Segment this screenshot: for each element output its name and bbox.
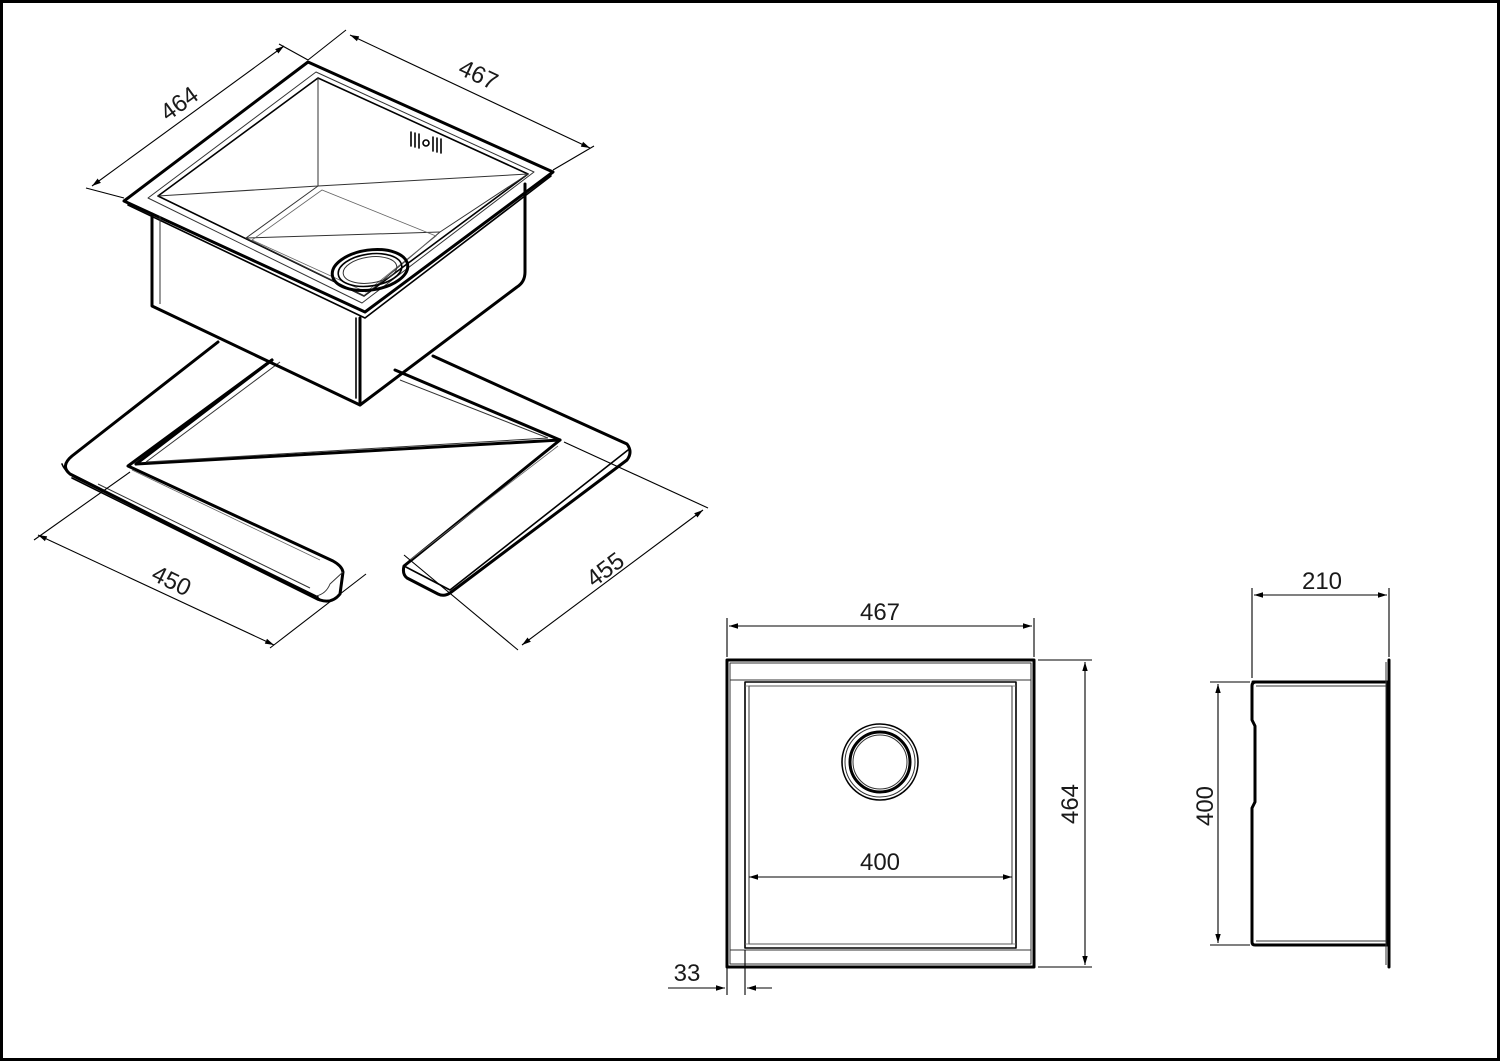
top-view: 467 464 400 33 [668,599,1092,995]
side-depth-label: 210 [1302,568,1342,595]
top-dimension-467: 467 [726,599,1035,657]
iso-cutout-depth-label: 455 [581,547,629,593]
top-dimension-464: 464 [1038,659,1092,968]
isometric-view: 464 467 450 455 [33,29,709,651]
countertop-cutout [61,340,632,603]
top-dimension-400: 400 [749,849,1012,880]
iso-cutout-width-label: 450 [147,560,195,602]
iso-depth-label: 464 [155,81,203,126]
top-dimension-33: 33 [668,950,772,995]
top-bowl-width-label: 400 [860,849,900,876]
iso-dimension-467: 467 [307,29,595,171]
side-view: 210 400 [1192,568,1391,969]
iso-dimension-455: 455 [403,441,709,651]
side-dimension-400: 400 [1192,681,1250,946]
iso-dimension-464: 464 [85,43,309,199]
top-depth-label: 464 [1057,784,1084,824]
top-drain-icon [841,723,919,801]
side-height-label: 400 [1192,786,1219,826]
top-width-label: 467 [860,599,900,626]
iso-width-label: 467 [454,55,502,96]
top-rim-offset-label: 33 [674,960,701,987]
side-dimension-210: 210 [1251,568,1390,678]
overflow-icon [410,131,442,154]
drain-icon [330,248,410,292]
